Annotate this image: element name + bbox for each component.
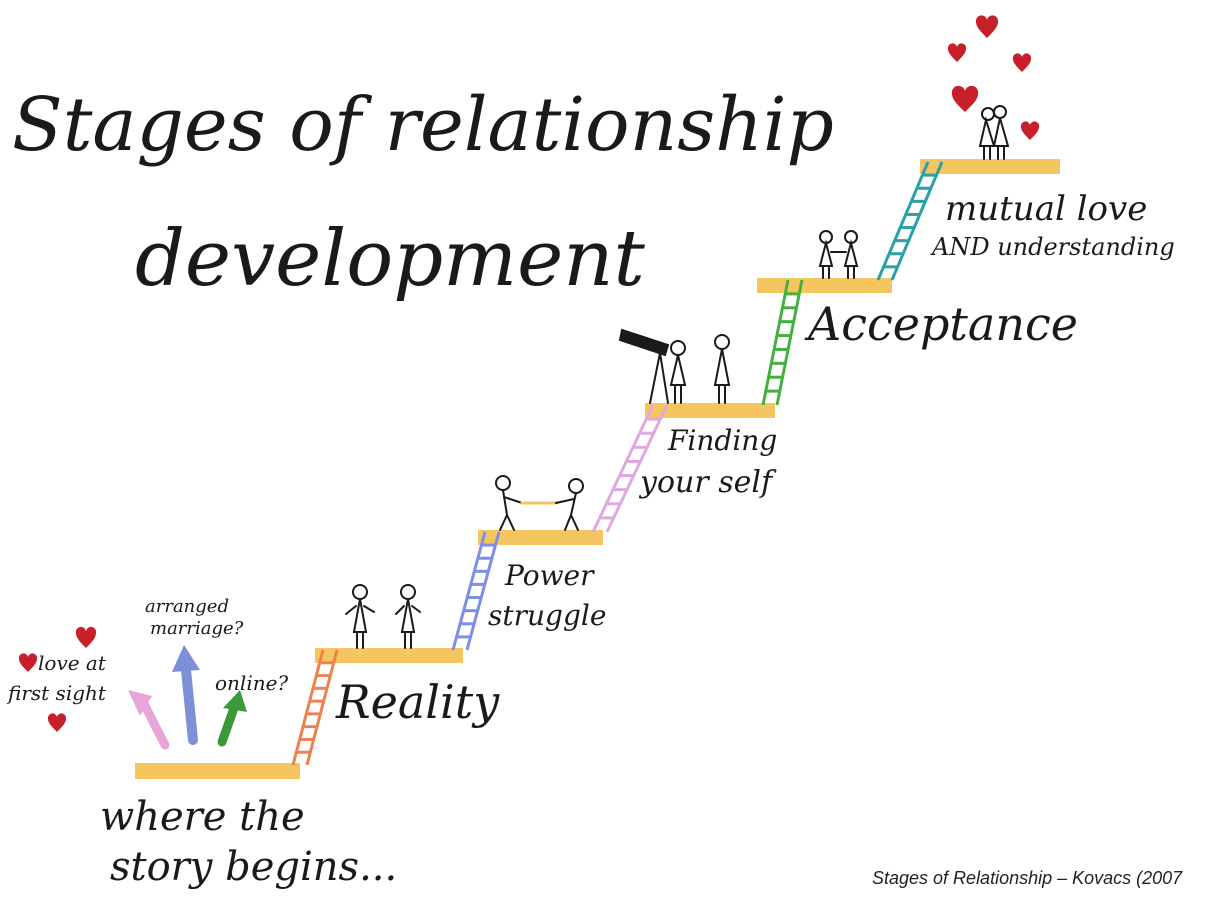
ladder-rail	[591, 404, 655, 533]
heart-icon	[75, 626, 97, 648]
arrow-pink-icon	[128, 690, 170, 750]
person-icon	[395, 584, 421, 649]
stage-label-understanding: AND understanding	[930, 233, 1175, 261]
arrow-blue-icon	[172, 645, 200, 745]
caption: Stages of Relationship – Kovacs (2007	[872, 868, 1183, 888]
platform-start	[135, 763, 300, 779]
platform-acceptance	[757, 278, 892, 293]
ladder-2	[451, 531, 501, 651]
heart-icon	[47, 713, 67, 732]
ladder-rail	[291, 649, 325, 766]
start-arrows	[128, 645, 247, 750]
stage-label-power: Power	[504, 559, 595, 592]
telescope-icon	[618, 328, 670, 404]
option-love-line-1: love at	[38, 651, 107, 675]
stage-label-acceptance: Acceptance	[804, 297, 1078, 351]
person-icon	[555, 478, 584, 531]
arrow-green-icon	[217, 690, 247, 747]
person-icon	[818, 230, 834, 279]
person-icon	[713, 334, 731, 404]
ladder-1	[291, 649, 339, 766]
stage-label-yourself: your self	[638, 465, 777, 500]
ladder-rail	[775, 279, 804, 406]
ladder-4	[761, 279, 804, 406]
figures	[345, 105, 1010, 649]
option-love-line-2: first sight	[6, 681, 107, 705]
title-line-1: Stages of relationship	[12, 82, 834, 168]
person-icon	[495, 475, 523, 531]
platform-mutual-love	[920, 159, 1060, 174]
ladder-rail	[761, 279, 790, 406]
stage-label-struggle: struggle	[488, 599, 606, 632]
stage-label-reality: Reality	[335, 675, 500, 729]
hearts	[18, 15, 1040, 732]
option-online: online?	[215, 671, 288, 695]
option-arranged-line-1: arranged	[145, 596, 229, 617]
platform-reality	[315, 648, 463, 663]
start-label-line-1: where the	[100, 794, 305, 840]
stage-label-finding: Finding	[667, 424, 777, 457]
heart-icon	[1012, 53, 1032, 72]
heart-icon	[18, 653, 38, 672]
couple-icon	[978, 105, 1010, 160]
stage-label-mutual-love: mutual love	[945, 189, 1147, 229]
person-icon	[669, 340, 687, 404]
ladder-rail	[890, 161, 944, 281]
option-arranged-line-2: marriage?	[150, 618, 244, 639]
ladder-3	[591, 404, 669, 533]
ladder-rail	[451, 531, 487, 651]
heart-icon	[947, 43, 967, 62]
person-icon	[843, 230, 859, 279]
ladder-5	[876, 161, 944, 281]
ladders	[291, 161, 944, 766]
heart-icon	[975, 15, 999, 38]
ladder-rail	[465, 531, 501, 651]
ladder-rail	[305, 649, 339, 766]
platforms	[135, 159, 1060, 779]
title-line-2: development	[135, 214, 646, 304]
ladder-rail	[876, 161, 930, 281]
start-label-line-2: story begins...	[110, 844, 397, 890]
platform-power-struggle	[478, 530, 603, 545]
ladder-rail	[605, 404, 669, 533]
person-icon	[345, 584, 375, 649]
heart-icon	[951, 85, 979, 112]
heart-icon	[1020, 121, 1040, 140]
platform-finding-yourself	[645, 403, 775, 418]
